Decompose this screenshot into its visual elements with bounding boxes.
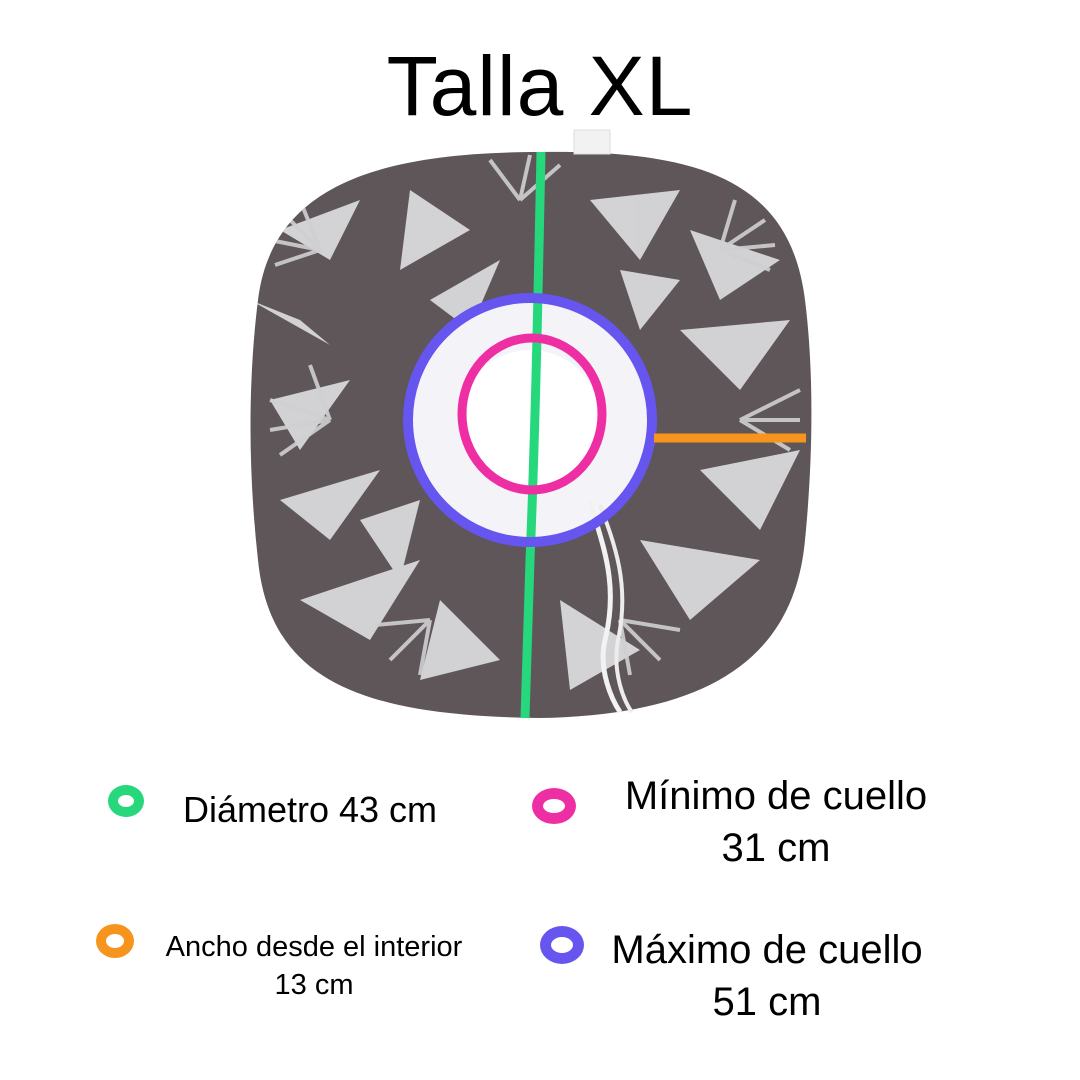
- drawstring: [587, 499, 623, 714]
- neck-hole: [460, 350, 600, 490]
- green-ring-icon: [108, 785, 144, 817]
- legend-max-neck-line2: 51 cm: [712, 980, 822, 1024]
- min-neck-ring: [457, 333, 607, 495]
- legend-width-line2: 13 cm: [274, 969, 354, 1001]
- legend-min-neck-line1: Mínimo de cuello: [624, 774, 928, 818]
- orange-ring-icon: [96, 924, 134, 958]
- max-neck-ring: [403, 293, 657, 547]
- legend-width-line1: Ancho desde el interior: [165, 931, 463, 963]
- legend-max-neck-line1: Máximo de cuello: [611, 928, 923, 972]
- legend-width-label: Ancho desde el interior 13 cm: [140, 928, 488, 1004]
- legend-min-neck-label: Mínimo de cuello 31 cm: [596, 770, 956, 874]
- legend-max-neck-label: Máximo de cuello 51 cm: [592, 924, 942, 1028]
- palm-leaf-pattern: [250, 154, 801, 690]
- legend-diameter-label: Diámetro 43 cm: [182, 789, 438, 830]
- page-title: Talla XL: [386, 39, 694, 133]
- purple-ring-icon: [540, 926, 584, 964]
- diameter-line: [520, 151, 546, 719]
- neck-pillow-image: [250, 129, 812, 719]
- label-tag: [573, 129, 611, 155]
- pink-ring-icon: [532, 788, 576, 824]
- legend-min-neck-line2: 31 cm: [721, 826, 831, 870]
